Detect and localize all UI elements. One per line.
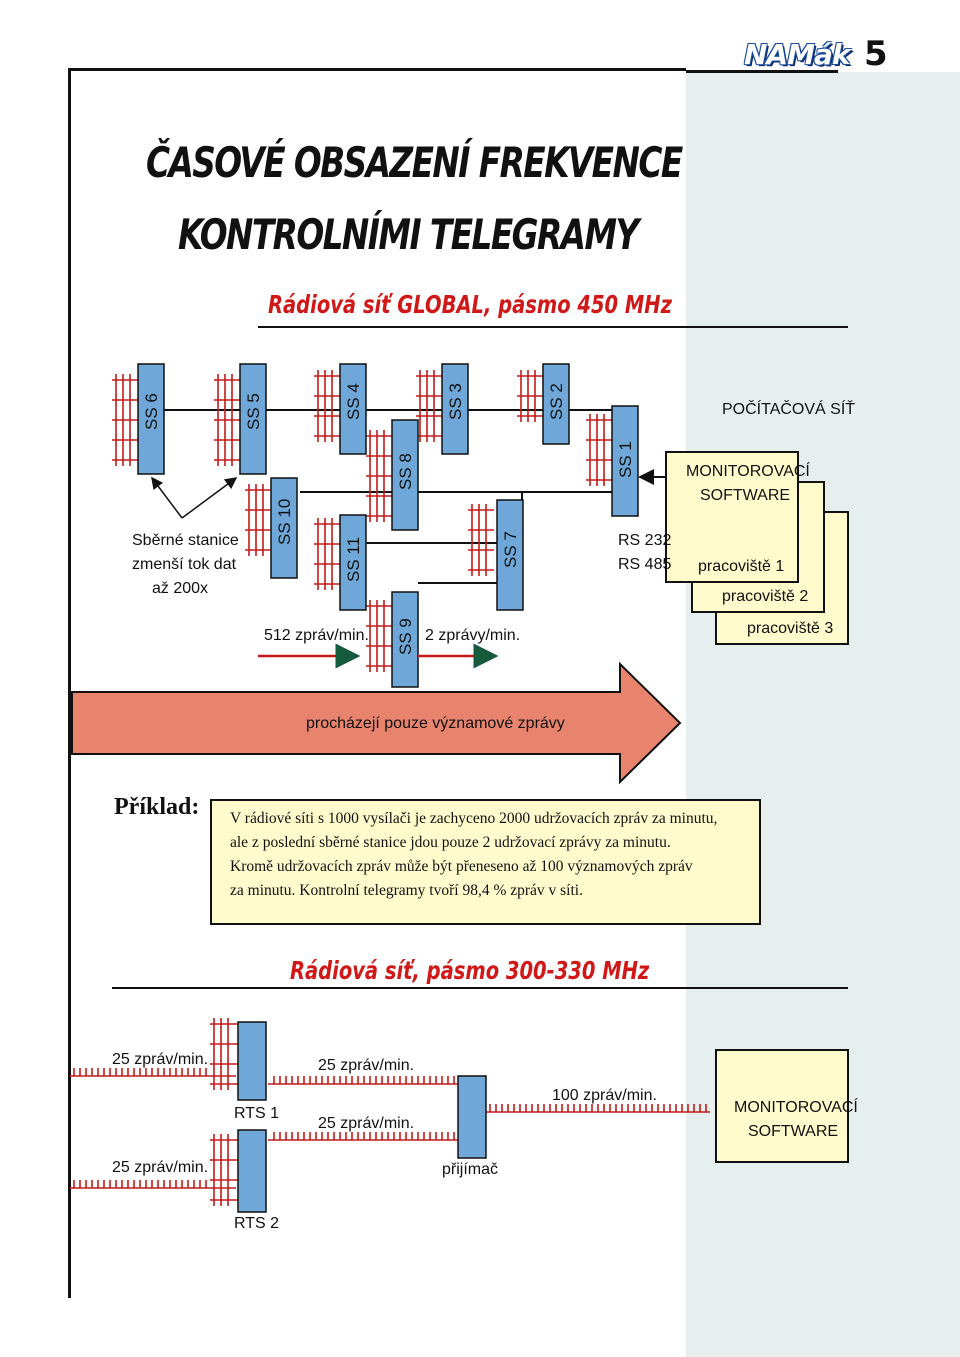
station-boxes [137, 363, 639, 688]
section2-ladders [70, 1018, 710, 1206]
rate-mid-bottom: 25 zpráv/min. [318, 1115, 414, 1132]
antenna-ladders [112, 370, 612, 672]
station-label-ss10: SS 10 [275, 499, 294, 545]
page-title-line-1: ČASOVÉ OBSAZENÍ FREKVENCE [146, 138, 683, 187]
station-label-ss6: SS 6 [142, 393, 161, 430]
note-line-2: zmenší tok dat [132, 556, 237, 573]
rts1-label: RTS 1 [234, 1105, 279, 1122]
station-label-ss7: SS 7 [501, 531, 520, 568]
workplace-2-label: pracoviště 2 [722, 588, 808, 605]
software-label-2: SOFTWARE [700, 487, 790, 504]
rate-right: 100 zpráv/min. [552, 1087, 657, 1104]
station-labels: SS 6 SS 5 SS 4 SS 3 SS 2 SS 1 SS 10 SS 1… [142, 383, 635, 655]
example-line-1: V rádiové síti s 1000 vysílači je zachyc… [230, 810, 718, 827]
software2-line1: MONITOROVACÍ [734, 1097, 858, 1116]
rate-left-bottom: 25 zpráv/min. [112, 1159, 208, 1176]
note-line-3: až 200x [152, 580, 208, 597]
rts2-label: RTS 2 [234, 1215, 279, 1232]
rate-left-top: 25 zpráv/min. [112, 1051, 208, 1068]
rs485-label: RS 485 [618, 556, 671, 573]
software-label-1: MONITOROVACÍ [686, 461, 810, 480]
workplace-stack [665, 451, 849, 645]
example-line-4: za minutu. Kontrolní telegramy tvoří 98,… [230, 882, 583, 899]
frame-top-right-line [686, 70, 838, 73]
station-label-ss9: SS 9 [396, 618, 415, 655]
section1-subtitle: Rádiová síť GLOBAL, pásmo 450 MHz [268, 290, 672, 319]
software-box-2 [715, 1049, 849, 1163]
rate-in-label: 512 zpráv/min. [264, 627, 369, 644]
station-label-ss5: SS 5 [244, 393, 263, 430]
computer-net-label: POČÍTAČOVÁ SÍŤ [722, 399, 855, 418]
frame-top-line [68, 68, 686, 71]
station-label-ss11: SS 11 [344, 537, 363, 582]
section2-subtitle: Rádiová síť, pásmo 300-330 MHz [290, 956, 650, 985]
example-line-2: ale z poslední sběrné stanice jdou pouze… [230, 834, 671, 851]
station-label-ss1: SS 1 [616, 441, 635, 478]
rs232-label: RS 232 [618, 532, 671, 549]
connection-lines [164, 409, 612, 584]
big-flow-arrow [71, 661, 682, 785]
frame-left-line [68, 68, 71, 1298]
station-label-ss2: SS 2 [547, 383, 566, 420]
example-label: Příklad: [114, 794, 200, 820]
receiver-label: přijímač [442, 1161, 498, 1178]
station-label-ss8: SS 8 [396, 453, 415, 490]
workplace-3-label: pracoviště 3 [747, 620, 833, 637]
big-arrow-label: procházejí pouze významové zprávy [306, 715, 565, 732]
note-pointers [151, 476, 238, 519]
software2-line2: SOFTWARE [748, 1123, 838, 1140]
page-number: 5 [864, 34, 888, 74]
example-box: V rádiové síti s 1000 vysílači je zachyc… [210, 799, 761, 925]
station-label-ss4: SS 4 [344, 383, 363, 420]
workplace-1-label: pracoviště 1 [698, 558, 784, 575]
rate-out-label: 2 zprávy/min. [425, 627, 520, 644]
example-line-3: Kromě udržovacích zpráv může být přenese… [230, 858, 693, 875]
section2-stations [237, 1021, 487, 1213]
namak-logo: NAMák [744, 38, 850, 71]
section1-rule [258, 326, 848, 328]
page-title-line-2: KONTROLNÍMI TELEGRAMY [178, 210, 639, 259]
note-line-1: Sběrné stanice [132, 532, 239, 549]
rate-mid-top: 25 zpráv/min. [318, 1057, 414, 1074]
station-label-ss3: SS 3 [446, 383, 465, 420]
section2-rule [112, 987, 848, 989]
